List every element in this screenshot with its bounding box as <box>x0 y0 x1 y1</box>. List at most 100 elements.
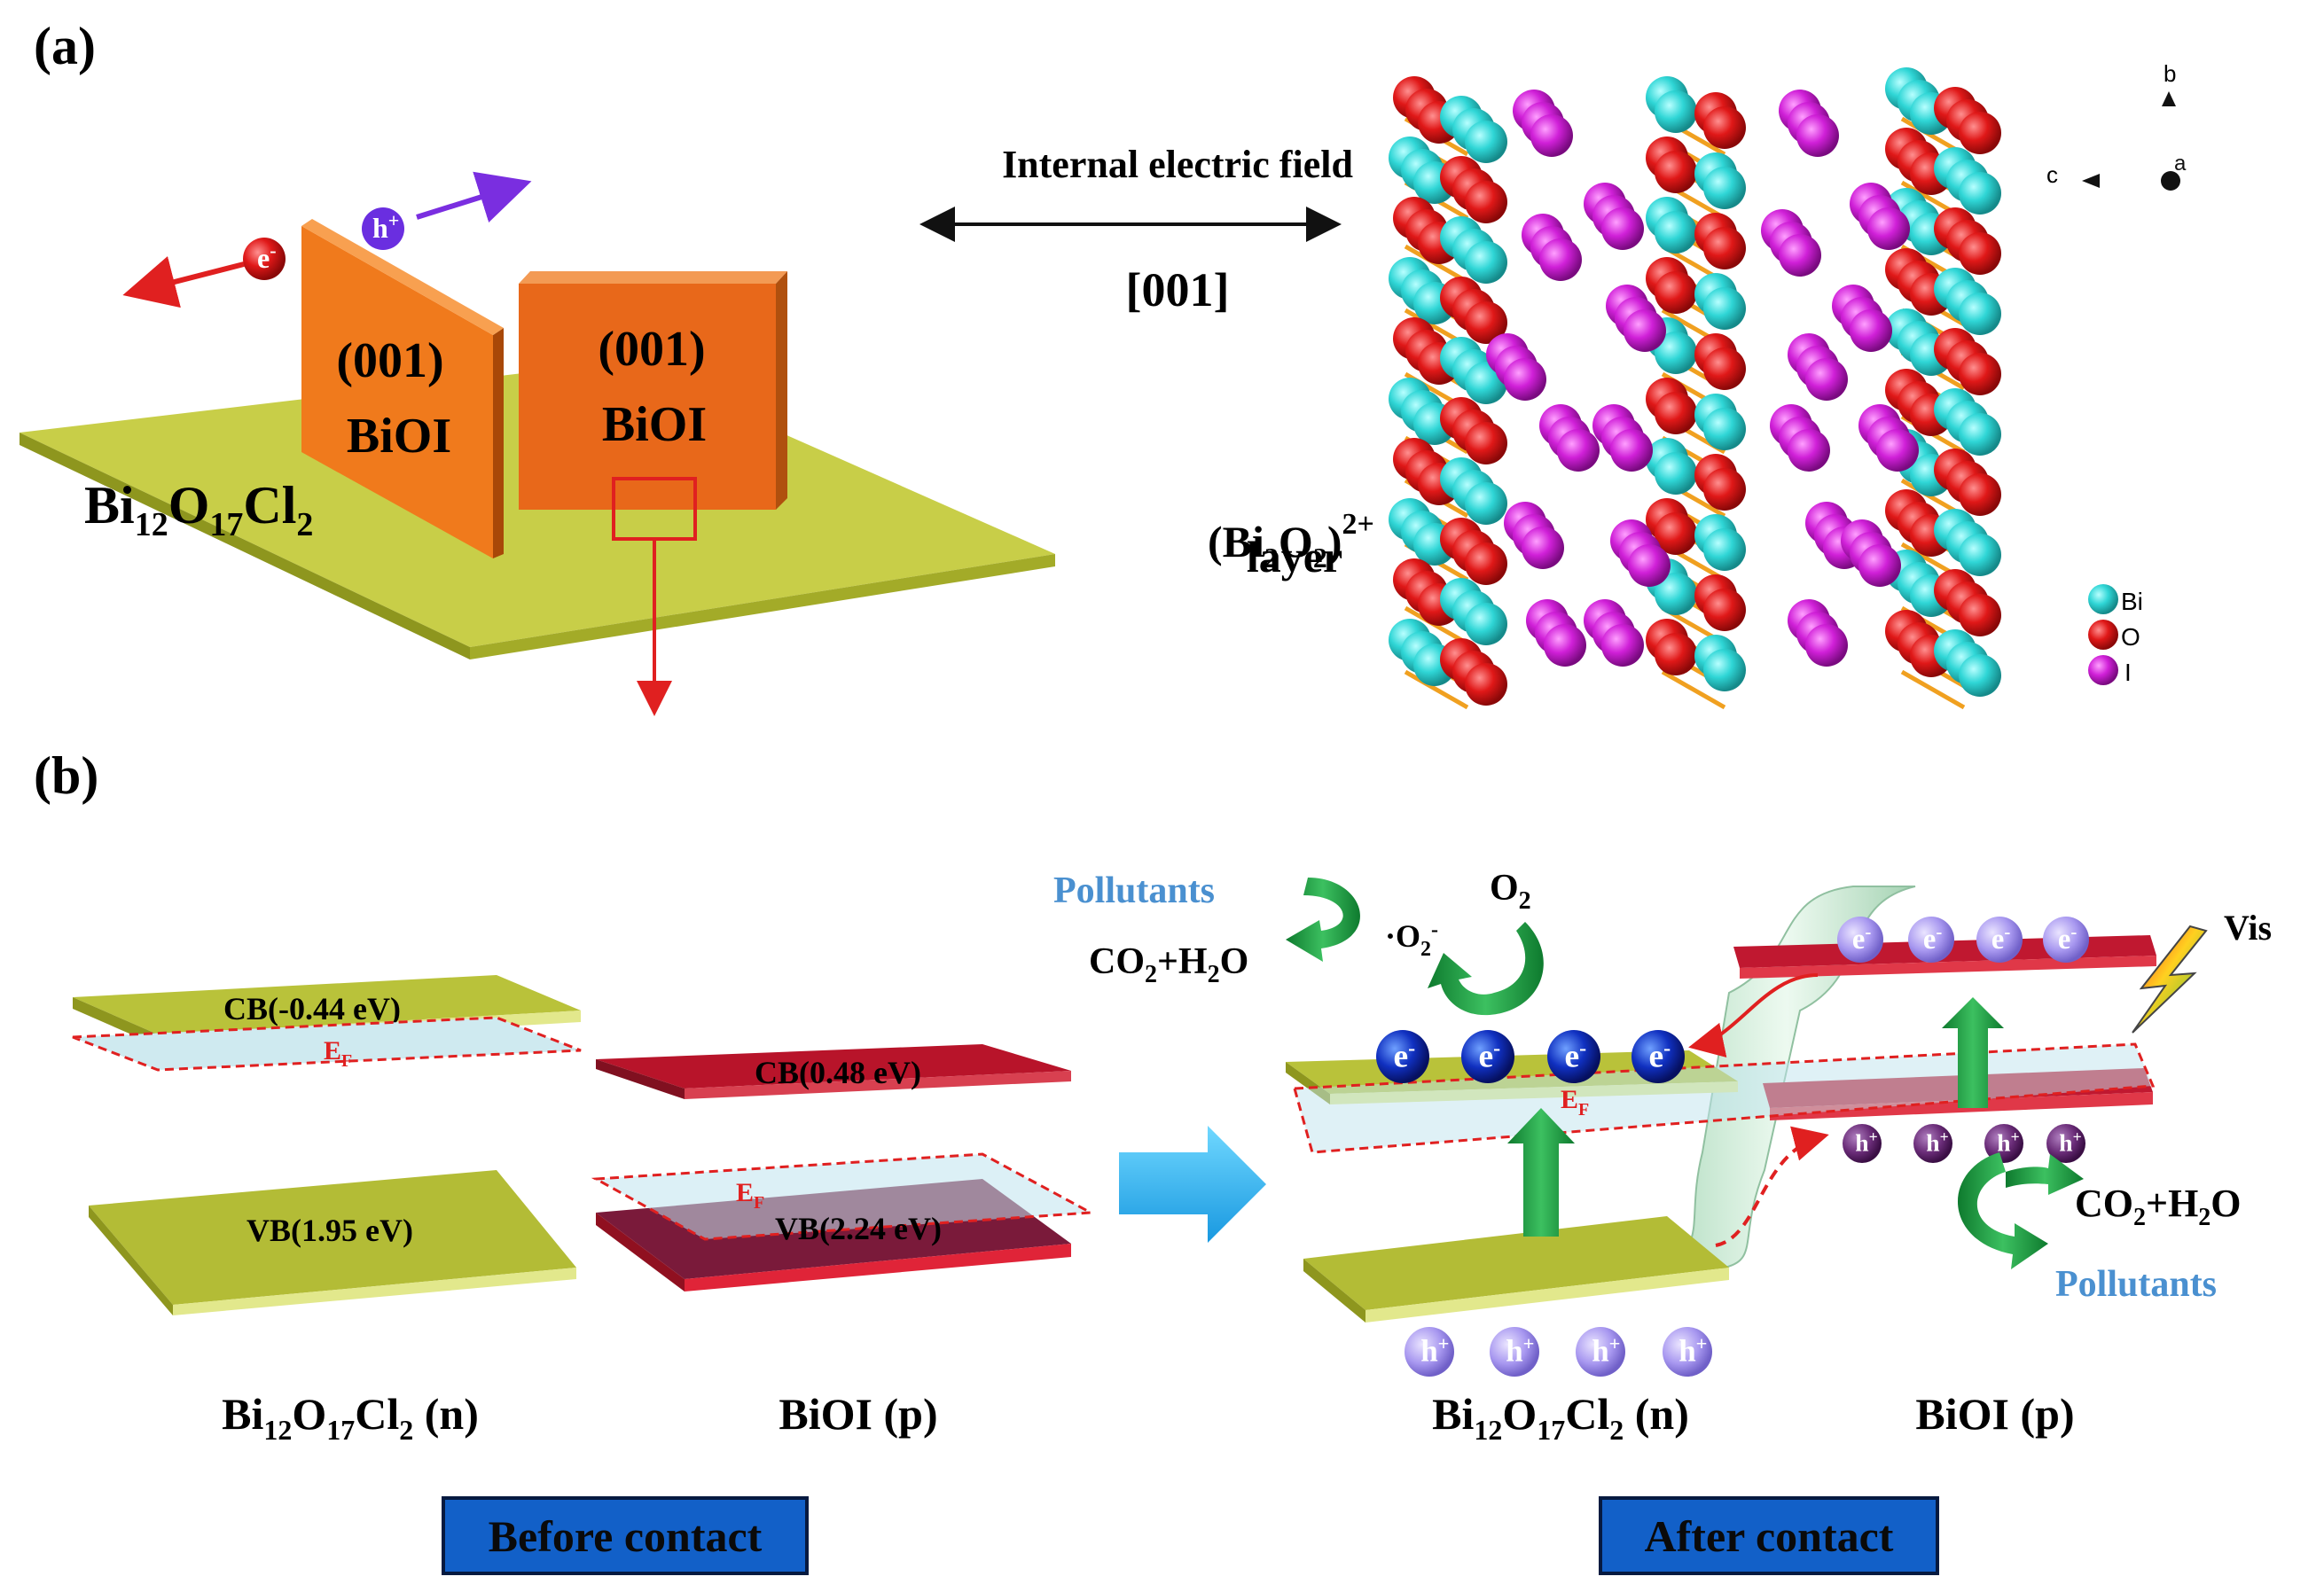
transition-arrow <box>1119 1126 1266 1243</box>
bond-line <box>1404 669 1469 710</box>
bi-atom <box>1703 649 1746 691</box>
legend-i-dot <box>2088 655 2118 685</box>
axis-b-label: b <box>2164 60 2176 87</box>
charge-ball <box>1376 1030 1429 1083</box>
hole-transfer-arrow <box>1715 1126 1829 1247</box>
after-electrons-right: e-e-e-e- <box>1837 917 2089 963</box>
i-atom <box>1610 429 1653 472</box>
bi-atom <box>1959 293 2001 335</box>
before-ef-plane-left <box>72 1016 582 1072</box>
bi-atom <box>1959 172 2001 215</box>
products-right: CO2+H2O <box>2075 1182 2242 1231</box>
substrate-label: Bi12O17Cl2 <box>84 476 313 543</box>
o-atom <box>1703 468 1746 511</box>
lightning-icon <box>2132 925 2208 1034</box>
o-atom <box>1655 392 1697 434</box>
after-ef-plane <box>1293 1042 2156 1154</box>
before-contact-label: Before contact <box>489 1511 763 1561</box>
i-atom <box>1504 358 1546 401</box>
hole-ball-a <box>362 207 404 250</box>
i-atom <box>1858 544 1901 587</box>
o-atom <box>1465 422 1507 464</box>
charge-ball <box>1490 1327 1539 1377</box>
charge-label: h+ <box>1997 1128 2019 1156</box>
bi-atom <box>1465 241 1507 284</box>
electron-transfer-arrow <box>1688 973 1819 1058</box>
layer-label-line2: layer <box>1247 532 1342 581</box>
electron-arrow <box>122 256 245 308</box>
plate-right-line2: BiOI <box>602 397 707 452</box>
charge-ball <box>1837 917 1883 963</box>
after-vb-left-plate <box>1303 1216 1729 1323</box>
after-ef: EF <box>1561 1085 1589 1120</box>
bi-atom <box>1703 528 1746 571</box>
i-atom <box>1557 429 1600 472</box>
charge-ball <box>1908 917 1954 963</box>
charge-ball <box>1843 1124 1882 1163</box>
o-atom <box>1465 542 1507 585</box>
o-atom <box>1655 151 1697 193</box>
charge-ball <box>1663 1327 1712 1377</box>
charge-ball <box>1631 1030 1685 1083</box>
before-ef-right: EF <box>736 1178 764 1213</box>
charge-label: e- <box>1394 1037 1416 1075</box>
bi-atom <box>1655 452 1697 495</box>
after-contact-label: After contact <box>1645 1511 1894 1561</box>
axis-c-arrow <box>2082 174 2100 188</box>
o-atom <box>1959 112 2001 154</box>
charge-label: h+ <box>1506 1332 1534 1369</box>
charge-ball <box>2043 917 2089 963</box>
i-atom <box>1522 527 1564 569</box>
i-atom <box>1628 544 1671 587</box>
charge-label: e- <box>1923 922 1942 956</box>
bi-atom <box>1959 413 2001 456</box>
bi-atom <box>1655 332 1697 374</box>
after-holes-left: h+h+h+h+ <box>1405 1327 1712 1377</box>
o-atom <box>1703 347 1746 390</box>
charge-label: h+ <box>1592 1332 1620 1369</box>
before-ef-plane-right <box>591 1152 1096 1241</box>
after-electrons-left: e-e-e-e- <box>1376 1030 1685 1083</box>
bi-atom <box>1465 482 1507 525</box>
before-cb-right: CB(0.48 eV) <box>755 1055 921 1090</box>
product-arrow-right <box>2006 1154 2084 1195</box>
bi-atom <box>1703 408 1746 450</box>
bond-line <box>1661 669 1726 710</box>
charge-label: h+ <box>1926 1128 1948 1156</box>
hole-arrow <box>416 171 532 222</box>
charge-ball <box>1547 1030 1600 1083</box>
after-holes-right: h+h+h+h+ <box>1843 1124 2085 1163</box>
before-material-left: Bi12O17Cl2 (n) <box>222 1389 479 1446</box>
after-contact-button[interactable] <box>1599 1496 1939 1575</box>
bond-line <box>1404 605 1469 646</box>
oxygen-reduction-arrow <box>1428 922 1544 1016</box>
i-atom <box>1805 358 1848 401</box>
before-cb-right-plate <box>596 1044 1071 1099</box>
i-atom <box>1779 234 1821 277</box>
bi-atom <box>1655 573 1697 615</box>
pollutants-right: Pollutants <box>2055 1264 2217 1305</box>
axis-a-label: a <box>2174 152 2187 176</box>
charge-label: h+ <box>1678 1332 1707 1369</box>
o-atom <box>1959 232 2001 275</box>
charge-ball <box>1976 917 2023 963</box>
excitation-arrow-left <box>1507 1108 1575 1237</box>
charge-label: e- <box>1479 1037 1501 1075</box>
charge-ball <box>1576 1327 1625 1377</box>
i-atom <box>1601 624 1644 667</box>
o-atom <box>1655 633 1697 675</box>
before-vb-right: VB(2.24 eV) <box>775 1211 942 1246</box>
charge-label: h+ <box>2059 1128 2081 1156</box>
o-atom <box>1703 589 1746 631</box>
charge-label: e- <box>1565 1037 1587 1075</box>
charge-label: e- <box>1852 922 1871 956</box>
bi-atom <box>1703 167 1746 209</box>
before-contact-button[interactable] <box>442 1496 809 1575</box>
bi-atom <box>1655 211 1697 254</box>
pollutant-cycle-arrow-top <box>1286 878 1360 962</box>
hole-label-a: h+ <box>372 209 399 244</box>
charge-ball <box>2046 1124 2085 1163</box>
legend-i-label: I <box>2124 659 2132 686</box>
crystal-structure <box>1389 67 2001 710</box>
after-material-right: BiOI (p) <box>1915 1389 2074 1439</box>
